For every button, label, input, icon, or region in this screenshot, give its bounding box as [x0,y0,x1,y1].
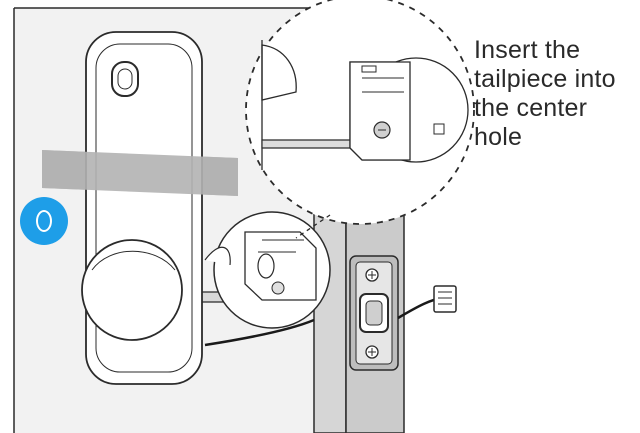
fingerprint-sensor [111,61,139,97]
instruction-text: Insert the tailpiece into the center hol… [474,36,636,152]
latch-plate [349,255,399,371]
instruction-line: Insert the [474,36,581,64]
tape-overlay [42,150,238,196]
lock-knob [81,239,231,341]
step-badge-icon [20,197,68,245]
screw-icon [365,268,379,282]
wire-connector-icon [204,285,457,347]
step-badge-ring [36,210,52,232]
magnifier-callout-icon [245,0,475,239]
instruction-line: the center [474,94,588,122]
instruction-line: tailpiece into [474,65,616,93]
instruction-line: hole [474,123,523,151]
latch-mechanism [213,211,331,329]
screw-icon [365,345,379,359]
